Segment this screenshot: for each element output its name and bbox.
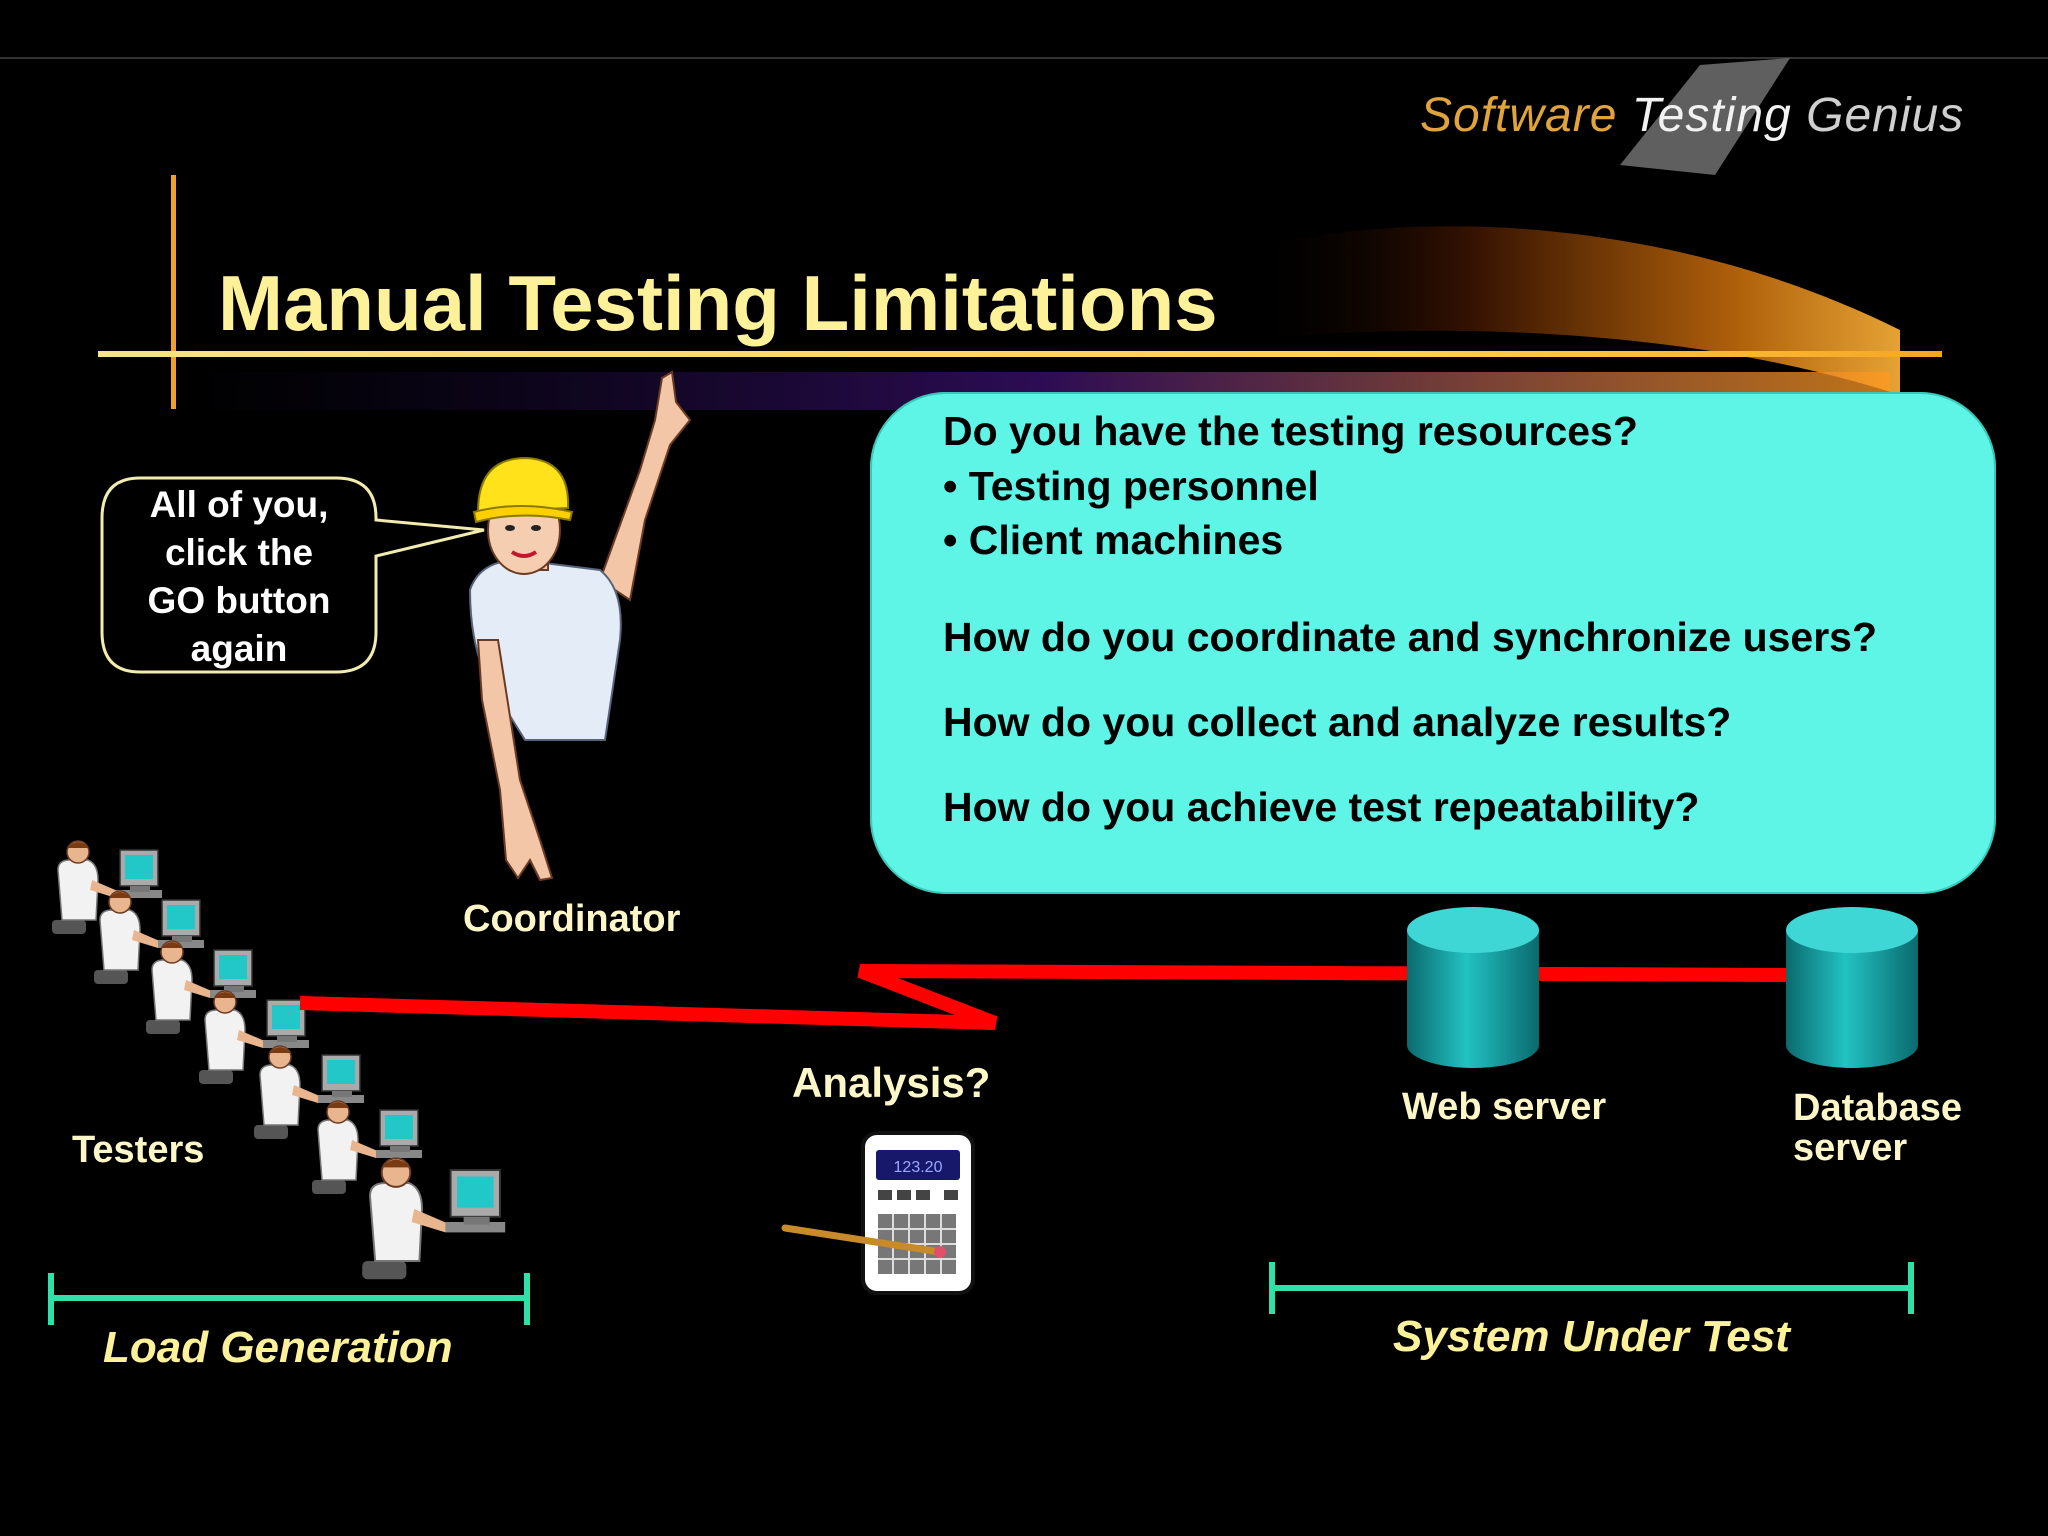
speech-line: GO button [147,580,331,621]
top-divider [0,57,2048,59]
brand-word-1: Software [1420,89,1618,142]
bullet-icon: • [943,517,969,563]
bullet-icon: • [943,463,969,509]
database-server-label: Database server [1793,1088,1962,1168]
title-vertical-rule [171,175,176,409]
analysis-label: Analysis? [792,1059,991,1106]
tester-station [52,840,162,934]
system-under-test-label: System Under Test [1393,1312,1790,1361]
tester-station [199,990,309,1084]
testers-label: Testers [72,1129,205,1171]
speech-line: All of you, [149,484,329,525]
tester-station [312,1100,422,1194]
tester-station [94,890,204,984]
speech-line: again [190,628,288,669]
load-generation-label: Load Generation [103,1323,453,1372]
bullet-client-machines: • Client machines [943,517,1283,564]
question-repeatability: How do you achieve test repeatability? [943,784,1700,830]
brand-word-2: Testing [1631,89,1792,142]
tester-station [362,1157,506,1280]
brand-word-3: Genius [1806,89,1965,142]
question-coordinate: How do you coordinate and synchronize us… [943,614,1878,660]
database-server-label-line: Database [1793,1087,1962,1129]
speech-bubble-text: All of you, click the GO button again [108,481,370,673]
tester-station [146,940,256,1034]
calculator-display: 123.20 [894,1159,943,1176]
coordinator-label: Coordinator [463,898,681,940]
title-horizontal-rule [98,351,1942,357]
speech-line: click the [164,532,314,573]
web-server-label: Web server [1402,1086,1607,1128]
tester-station [254,1045,364,1139]
brand-logo: Software Testing Genius [1420,88,1964,143]
bullet-testing-personnel: • Testing personnel [943,463,1319,510]
question-resources: Do you have the testing resources? [943,408,1638,454]
slide-title: Manual Testing Limitations [218,259,1218,347]
question-collect: How do you collect and analyze results? [943,699,1732,745]
database-server-label-line: server [1793,1127,1908,1169]
questions-box [870,392,1996,894]
bullet-text: Testing personnel [968,463,1319,509]
bullet-text: Client machines [968,517,1284,563]
